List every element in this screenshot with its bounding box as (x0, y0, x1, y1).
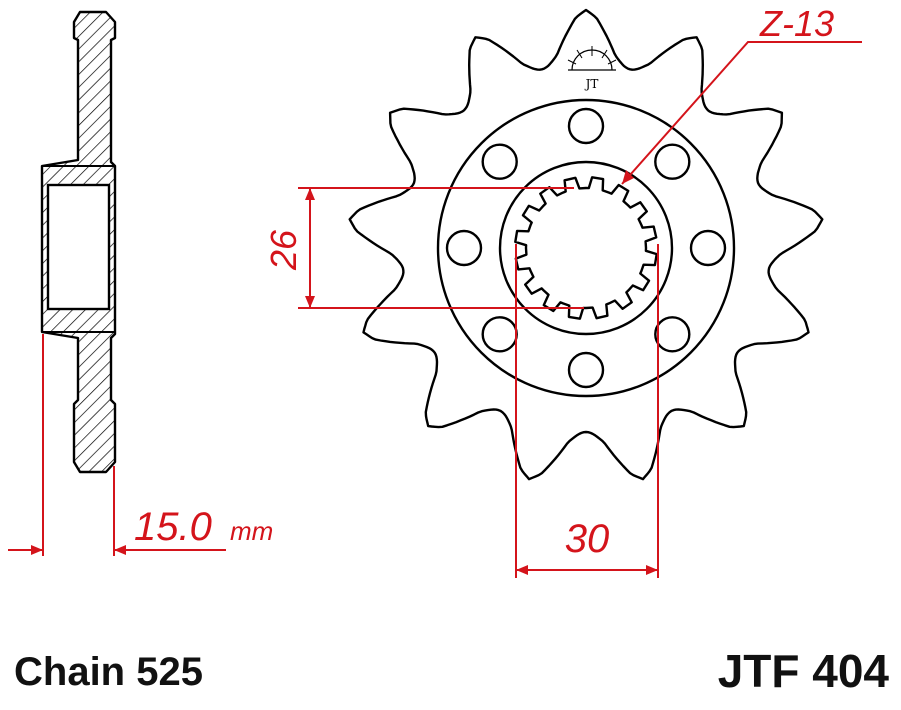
splined-bore (514, 176, 658, 320)
tooth-count-label: Z-13 (759, 3, 834, 44)
arrow-left (31, 545, 43, 555)
bolt-hole (567, 107, 605, 145)
spline-dimension: 30 (515, 244, 659, 578)
bolt-holes (445, 107, 727, 389)
brand-logo: JT (567, 46, 617, 91)
hub-circle (436, 98, 736, 398)
thickness-value: 15.0 (134, 505, 212, 549)
bolt-hole (445, 229, 483, 267)
side-section-view (40, 10, 117, 474)
bore-label: 26 (263, 229, 304, 271)
sprocket-teeth (348, 8, 824, 481)
bolt-hole (654, 143, 691, 180)
chain-size-label: Chain 525 (14, 650, 203, 694)
thickness-unit: mm (230, 516, 273, 546)
inner-ring (498, 160, 674, 336)
bolt-hole (567, 351, 605, 389)
front-view (348, 8, 824, 481)
part-number-label: JTF 404 (717, 645, 889, 697)
spline-label: 30 (565, 517, 610, 561)
thickness-dimension: 15.0 mm (8, 334, 273, 556)
logo-mark: JT (584, 77, 599, 91)
hub-bore (46, 183, 111, 311)
bore-dimension: 26 (263, 187, 584, 309)
bolt-hole (654, 316, 691, 353)
arrow-right (114, 545, 126, 555)
bolt-hole (689, 229, 727, 267)
leader-arrow (622, 170, 634, 184)
bolt-hole (481, 316, 518, 353)
tooth-count-callout: Z-13 (621, 3, 862, 185)
bolt-hole (481, 143, 518, 180)
